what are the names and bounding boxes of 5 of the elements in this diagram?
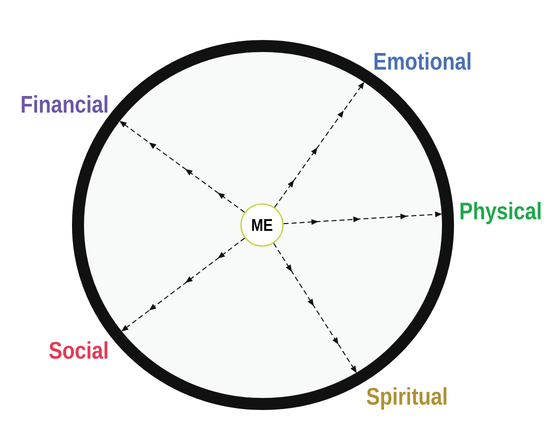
category-label: Spiritual <box>366 387 446 410</box>
category-label: Physical <box>460 202 541 224</box>
category-label: Financial <box>22 95 108 113</box>
category-label: Emotional <box>374 52 470 70</box>
category-label: Social <box>49 341 108 359</box>
